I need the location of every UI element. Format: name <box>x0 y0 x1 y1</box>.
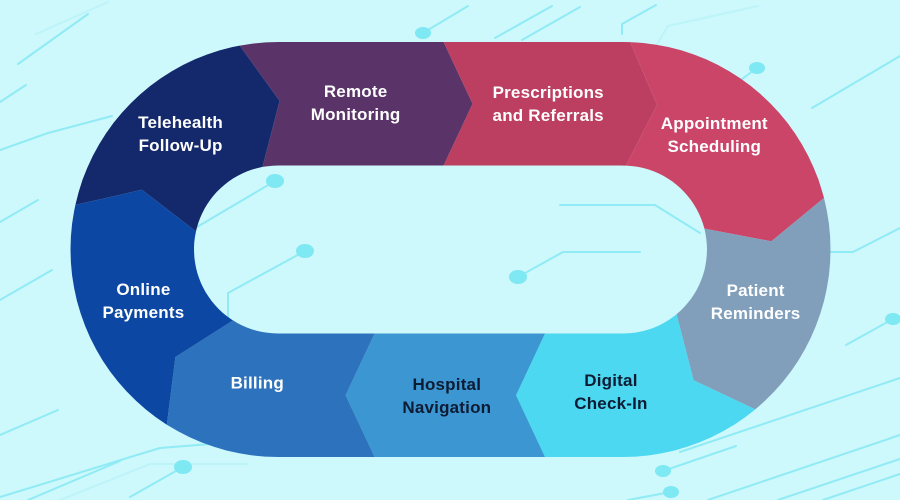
segment-online-payments <box>70 189 233 425</box>
segment-prescriptions-and-referrals <box>443 42 657 166</box>
cycle-ring <box>70 42 831 457</box>
segment-billing <box>166 320 375 457</box>
segment-digital-check-in <box>516 314 756 457</box>
circuit-pattern-dots <box>174 27 900 498</box>
segment-remote-monitoring <box>239 42 473 167</box>
segment-appointment-scheduling <box>625 42 824 242</box>
segment-patient-reminders <box>676 197 831 410</box>
segment-hospital-navigation <box>345 333 545 457</box>
segment-telehealth-follow-up <box>75 45 280 232</box>
